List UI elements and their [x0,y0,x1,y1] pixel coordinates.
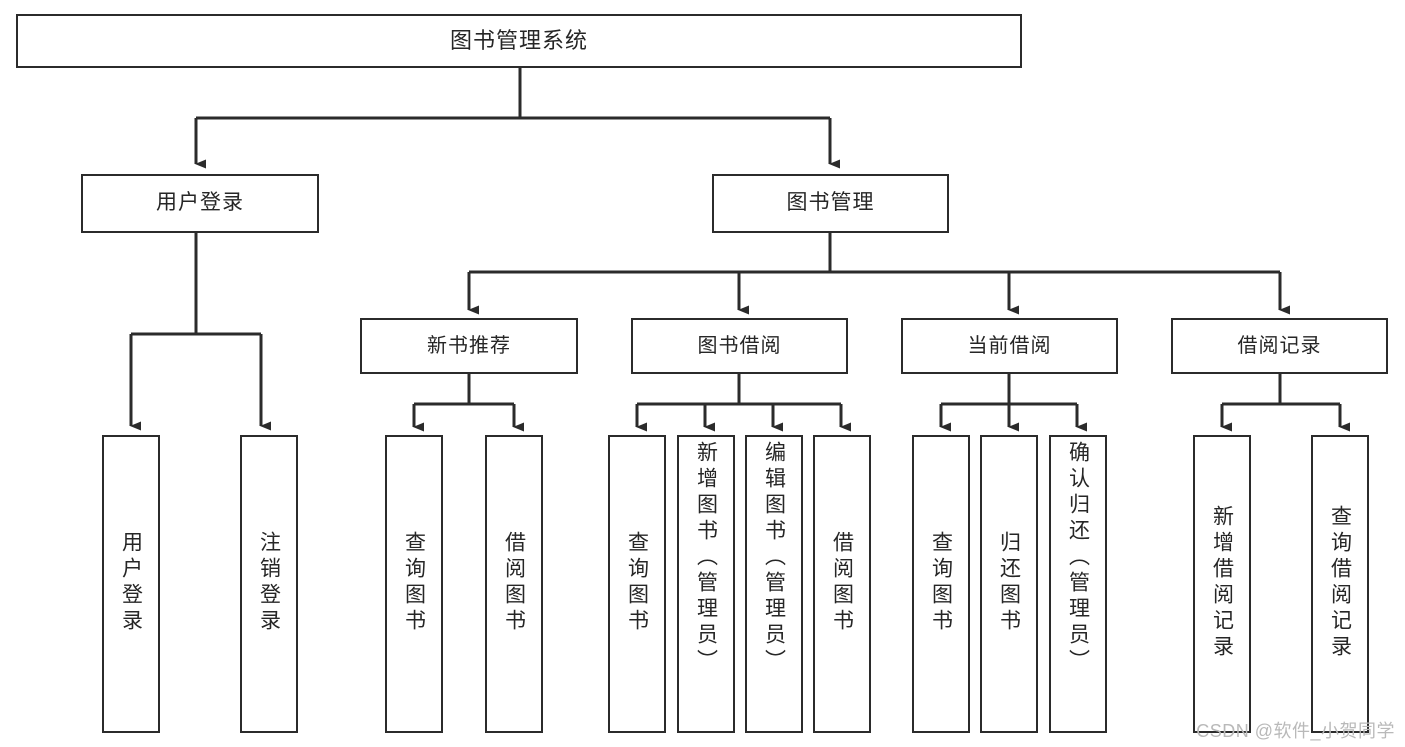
node-book-borrow[interactable]: 图书借阅 [631,318,848,374]
leaf-confirm-return-admin[interactable]: 确认归还（管理员） [1049,435,1107,733]
leaf-label: 确认归还（管理员） [1066,441,1090,675]
leaf-label: 编辑图书（管理员） [762,441,786,675]
node-label: 借阅记录 [1237,334,1322,357]
leaf-edit-book-admin[interactable]: 编辑图书（管理员） [745,435,803,733]
leaf-label: 注销登录 [257,531,281,635]
leaf-label: 新增借阅记录 [1210,505,1234,661]
leaf-add-borrow-record[interactable]: 新增借阅记录 [1193,435,1251,733]
leaf-query-borrow-record[interactable]: 查询借阅记录 [1311,435,1369,733]
leaf-user-login[interactable]: 用户登录 [102,435,160,733]
node-borrow-records[interactable]: 借阅记录 [1171,318,1388,374]
leaf-label: 查询图书 [402,531,426,635]
node-label: 图书借阅 [697,334,782,357]
leaf-query-book-recommend[interactable]: 查询图书 [385,435,443,733]
leaf-query-book-current[interactable]: 查询图书 [912,435,970,733]
leaf-label: 借阅图书 [502,531,526,635]
csdn-watermark: CSDN @软件_小贺同学 [1196,721,1395,741]
leaf-label: 查询图书 [929,531,953,635]
node-label: 当前借阅 [967,334,1052,357]
leaf-label: 用户登录 [119,531,143,635]
leaf-borrow-book-recommend[interactable]: 借阅图书 [485,435,543,733]
leaf-logout[interactable]: 注销登录 [240,435,298,733]
node-label: 图书管理 [786,191,875,215]
leaf-query-book-borrow[interactable]: 查询图书 [608,435,666,733]
leaf-label: 查询图书 [625,531,649,635]
node-new-book-recommend[interactable]: 新书推荐 [360,318,578,374]
node-label: 图书管理系统 [449,28,588,54]
node-label: 新书推荐 [427,334,511,357]
leaf-label: 查询借阅记录 [1328,505,1352,661]
node-root-library-system[interactable]: 图书管理系统 [16,14,1022,68]
node-book-management[interactable]: 图书管理 [712,174,949,233]
node-label: 用户登录 [156,191,244,215]
leaf-label: 借阅图书 [830,531,854,635]
leaf-add-book-admin[interactable]: 新增图书（管理员） [677,435,735,733]
leaf-borrow-book[interactable]: 借阅图书 [813,435,871,733]
leaf-label: 归还图书 [997,531,1021,635]
leaf-return-book[interactable]: 归还图书 [980,435,1038,733]
leaf-label: 新增图书（管理员） [694,441,718,675]
node-current-borrow[interactable]: 当前借阅 [901,318,1118,374]
node-user-login[interactable]: 用户登录 [81,174,319,233]
